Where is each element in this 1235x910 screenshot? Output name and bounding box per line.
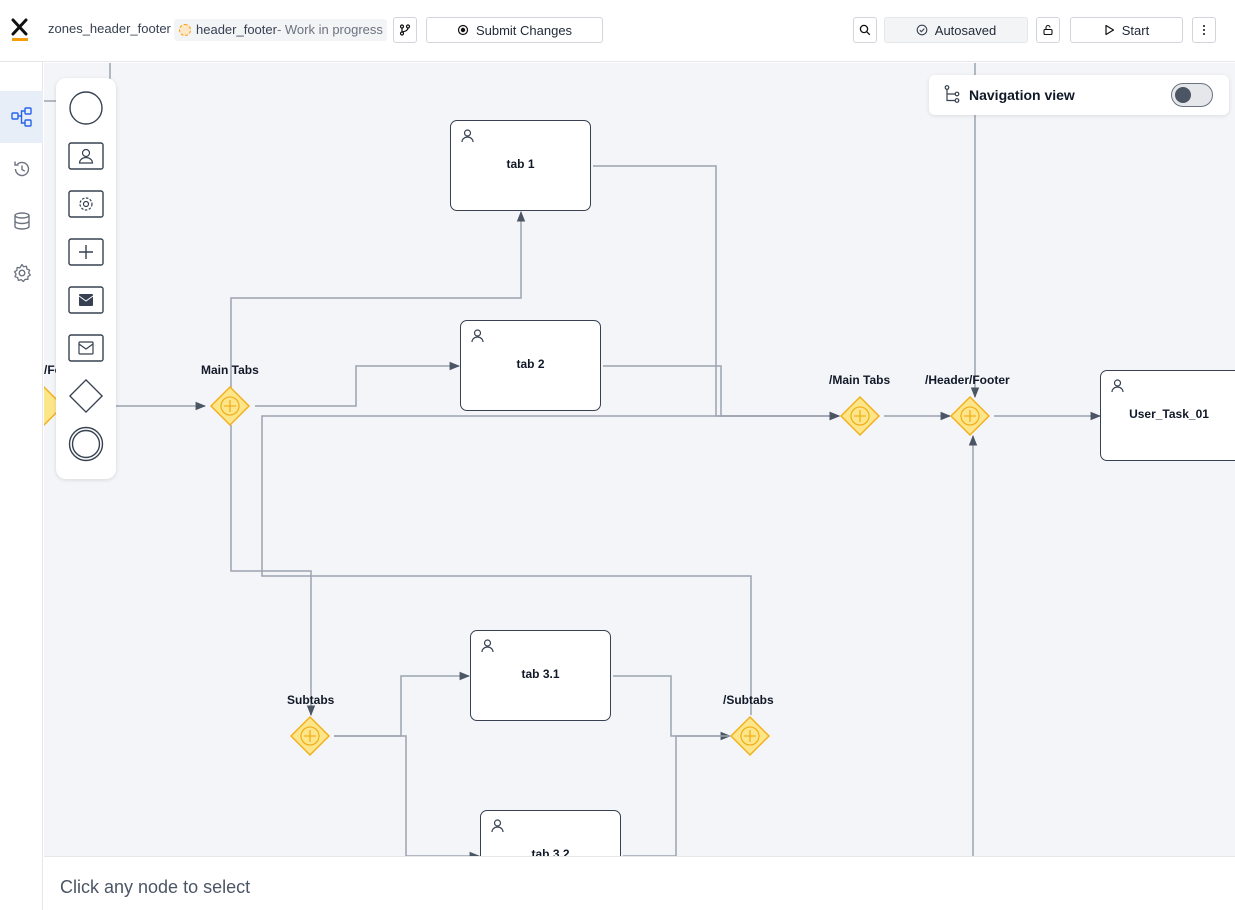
branch-status: - Work in progress [276,22,383,37]
element-palette [56,78,116,479]
gateway-label: Subtabs [287,693,335,707]
git-branch-icon [399,24,411,36]
selection-hint: Click any node to select [60,877,251,897]
gateway-label: Main Tabs [201,363,259,377]
gateway-close-header-footer[interactable] [949,395,991,437]
rail-item-settings[interactable] [0,247,43,299]
process-name: zones_header_footer [48,21,171,36]
palette-end-event[interactable] [68,424,104,464]
gateway-close-main-tabs[interactable] [839,395,881,437]
toggle-knob [1175,87,1191,103]
selection-status-bar: Click any node to select [44,856,1235,910]
receive-message-icon [68,334,104,362]
record-icon [457,24,469,36]
history-icon [13,161,29,177]
end-event-icon [68,426,104,462]
navigation-view-panel: Navigation view [929,75,1229,115]
task-label: tab 1 [506,157,535,171]
gateway-icon [68,378,104,414]
gateways [44,385,991,757]
start-button[interactable]: Start [1070,17,1183,43]
gateway-subtabs[interactable] [289,715,331,757]
play-icon [1105,24,1114,36]
user-task-user-task-01[interactable]: User_Task_01 [1100,370,1235,461]
palette-user-task[interactable] [68,136,104,176]
sequence-flow[interactable] [230,425,316,717]
user-icon [461,129,474,143]
search-button[interactable] [853,17,877,43]
palette-send-message-task[interactable] [68,280,104,320]
user-task-icon [68,142,104,170]
gateway-main-tabs[interactable] [209,385,251,427]
user-task-tab-1[interactable]: tab 1 [450,120,591,211]
sequence-flow[interactable] [593,165,841,421]
unlock-icon [1043,24,1053,36]
gateway-label: /Header/Footer [925,373,1010,387]
sequence-flow[interactable] [623,735,730,856]
task-label: User_Task_01 [1129,407,1209,421]
sequence-flow[interactable] [261,411,841,715]
sequence-flow[interactable] [603,365,841,421]
palette-subprocess[interactable] [68,232,104,272]
user-icon [471,329,484,343]
diagram-canvas[interactable]: /Fo Main Tabs /Main Tabs /Header/Footer … [44,63,1235,856]
user-icon [1111,379,1124,393]
user-icon [491,819,504,833]
user-icon [481,639,494,653]
branch-button[interactable] [393,17,417,43]
flowx-logo-icon[interactable] [10,18,30,42]
task-label: tab 3.1 [521,667,560,681]
palette-receive-message-task[interactable] [68,328,104,368]
more-options-button[interactable] [1192,17,1216,43]
subprocess-icon [68,238,104,266]
sequence-flow[interactable] [613,675,732,741]
task-label: tab 2 [516,357,545,371]
unlock-button[interactable] [1036,17,1060,43]
user-task-tab-3-2[interactable]: tab 3.2 [480,810,621,856]
send-message-icon [68,286,104,314]
service-task-icon [68,190,104,218]
submit-changes-button[interactable]: Submit Changes [426,17,603,43]
sequence-flow[interactable] [255,361,461,407]
sequence-flow[interactable] [334,735,407,856]
rail-item-history[interactable] [0,143,43,195]
autosave-status: Autosaved [884,17,1028,43]
gateway-close-subtabs[interactable] [729,715,771,757]
navigation-tree-icon [944,85,960,103]
navigation-view-title: Navigation view [969,87,1075,103]
check-circle-icon [916,24,928,36]
user-task-tab-3-1[interactable]: tab 3.1 [470,630,611,721]
palette-gateway[interactable] [68,376,104,416]
rail-item-data-model[interactable] [0,195,43,247]
process-diagram-icon [10,107,32,127]
task-label: tab 3.2 [531,847,570,856]
left-rail [0,62,43,910]
palette-start-event[interactable] [68,88,104,128]
more-vertical-icon [1203,25,1205,35]
work-in-progress-icon [179,24,191,36]
top-header: zones_header_footer header_footer- Work … [0,0,1235,62]
gateway-label: /Subtabs [723,693,774,707]
settings-icon [13,263,31,283]
sequence-flows [44,63,1102,856]
rail-item-process-diagram[interactable] [0,91,43,143]
database-icon [13,212,30,230]
navigation-view-toggle[interactable] [1171,83,1213,107]
branch-chip[interactable]: header_footer- Work in progress [174,19,387,41]
start-event-icon [69,91,103,125]
sequence-flow[interactable] [230,210,526,389]
search-icon [859,24,871,36]
palette-service-task[interactable] [68,184,104,224]
user-task-tab-2[interactable]: tab 2 [460,320,601,411]
sequence-flow[interactable] [334,671,471,737]
gateway-label: /Main Tabs [829,373,891,387]
branch-name: header_footer [196,22,277,37]
